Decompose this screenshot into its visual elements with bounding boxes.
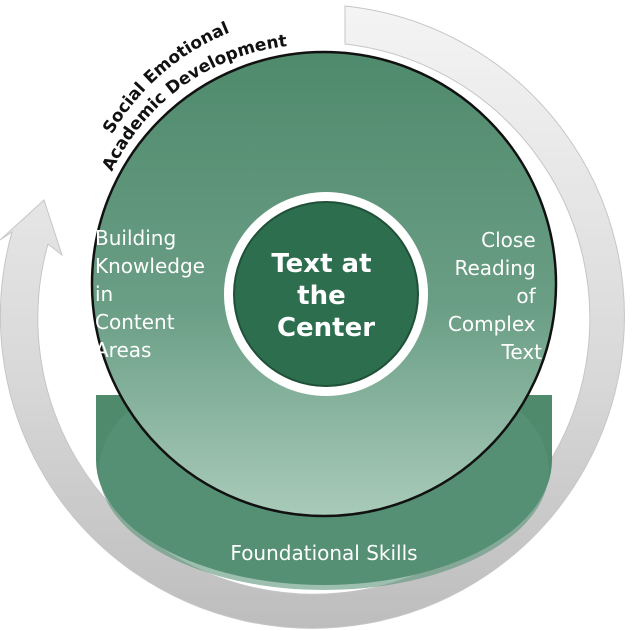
left-label-building-knowledge: Building Knowledge in Content Areas — [95, 226, 211, 362]
right-label-close-reading: Close Reading of Complex Text — [448, 228, 542, 364]
base-label-foundational-skills: Foundational Skills — [230, 541, 417, 565]
cycle-arrow — [0, 5, 625, 629]
outer-disc-outline — [90, 50, 558, 518]
center-disc — [233, 201, 419, 387]
center-text: Text at the Center — [271, 249, 380, 343]
